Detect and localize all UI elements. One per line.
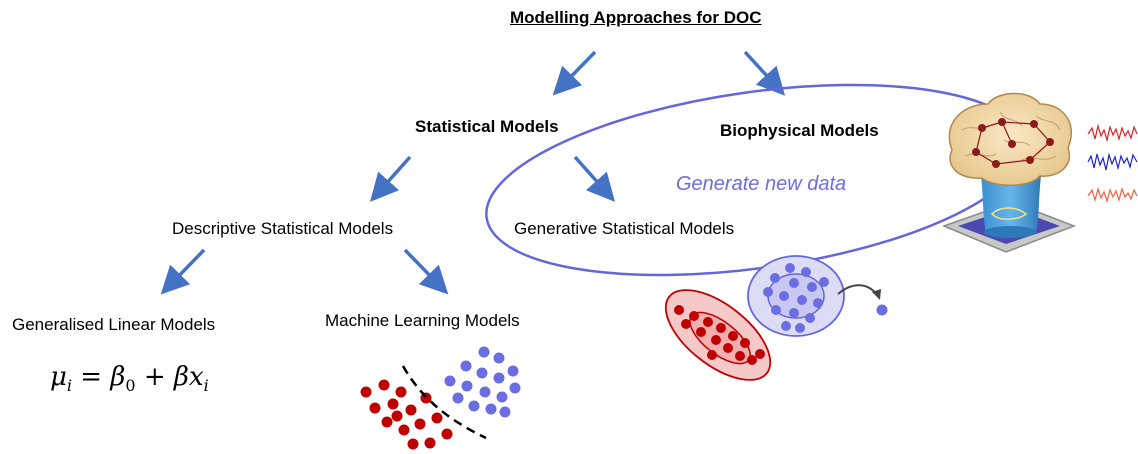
formula-plus: + (135, 362, 174, 392)
generative-blue-cluster (747, 255, 845, 337)
arrow-statistical-to-generative (573, 155, 615, 202)
ml-blue-cluster (444, 346, 521, 418)
formula-x: x (188, 362, 204, 392)
generative-red-cluster (664, 289, 772, 381)
generate-new-data-label: Generate new data (676, 173, 847, 195)
arrow-title-to-statistical (552, 50, 597, 96)
signal-orange (1087, 186, 1138, 204)
formula-beta: β (173, 362, 189, 392)
arrow-descriptive-to-glm (160, 248, 206, 295)
ml-decision-boundary (401, 365, 487, 440)
generative-models-label: Generative Statistical Models (514, 219, 735, 238)
biophysical-models-label: Biophysical Models (720, 121, 879, 140)
ml-models-label: Machine Learning Models (325, 311, 520, 330)
formula-x-sub: i (203, 376, 209, 396)
formula-equals: = (72, 362, 111, 392)
brain-model-icon (941, 92, 1077, 253)
formula-beta0: β (110, 362, 126, 392)
diagram-title: Modelling Approaches for DOC (510, 8, 762, 27)
formula-mu-sub: i (66, 376, 73, 396)
arrows (160, 50, 786, 295)
signal-red (1087, 123, 1138, 143)
descriptive-models-label: Descriptive Statistical Models (172, 219, 394, 238)
glm-formula: μi = β0 + βxi (50, 360, 209, 403)
glm-label: Generalised Linear Models (12, 315, 216, 334)
eeg-signal-icon (1087, 123, 1138, 204)
arrow-title-to-biophysical (743, 50, 786, 96)
signal-blue (1087, 152, 1138, 171)
formula-mu: μ (50, 362, 67, 392)
ml-red-cluster (360, 379, 453, 450)
new-sample-arrowhead (872, 289, 881, 300)
arrow-statistical-to-descriptive (370, 155, 412, 202)
new-sample-point (876, 304, 888, 316)
formula-beta0-sub: 0 (125, 376, 136, 396)
statistical-models-label: Statistical Models (415, 117, 559, 136)
arrow-descriptive-to-ml (403, 248, 449, 295)
